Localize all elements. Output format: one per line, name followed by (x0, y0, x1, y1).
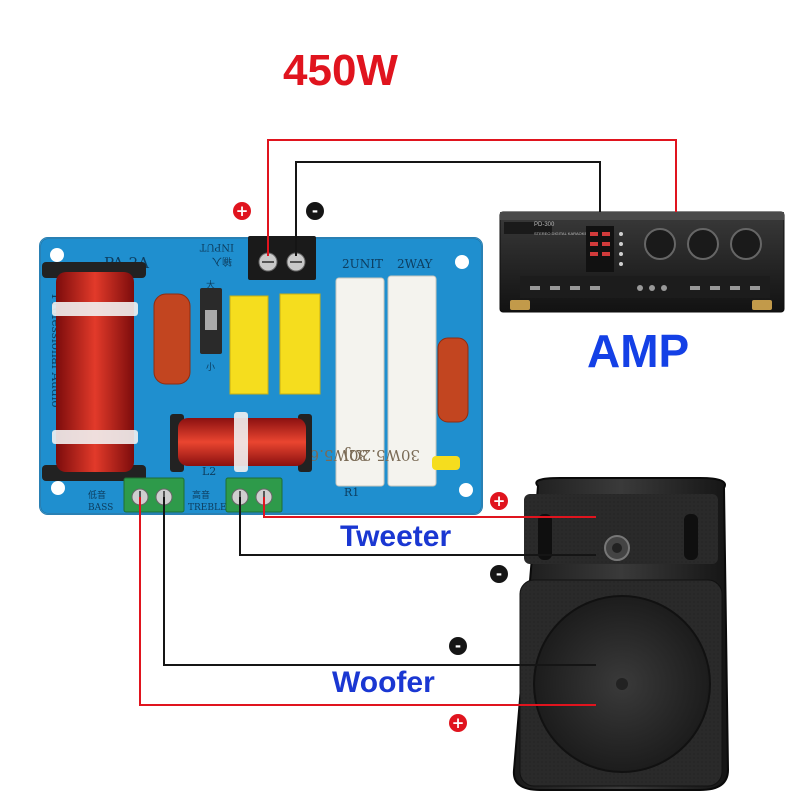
mount-hole (50, 248, 64, 262)
wire-woofer-positive (139, 497, 596, 706)
capacitor (153, 293, 191, 385)
woofer-plus-icon: + (449, 714, 467, 732)
tweeter-plus-icon: + (490, 492, 508, 510)
way-label: 2WAY (397, 257, 434, 271)
coil-l2 (170, 412, 312, 472)
treble-terminal (225, 477, 283, 513)
bass-cn-label: 低音 (88, 489, 106, 500)
amp-model-label: PD-300 (534, 222, 555, 228)
wire-woofer-negative (163, 497, 596, 666)
svg-text:30W5.2ΩJ: 30W5.2ΩJ (343, 446, 420, 464)
input-minus-icon: - (306, 202, 324, 220)
knob-icon (644, 228, 676, 260)
input-label: INPUT (199, 241, 234, 252)
mount-hole (51, 481, 65, 495)
treble-cn-label: 高音 (192, 489, 210, 500)
crossover-board: PA-2A INPUT 输入 2UNIT 2WAY Professional A… (39, 236, 483, 515)
wire-tweeter-positive (263, 497, 596, 518)
input-terminal (248, 236, 316, 280)
woofer-minus-icon: - (449, 637, 467, 655)
l2-label: L2 (202, 465, 216, 478)
units-label: 2UNIT (342, 257, 383, 271)
woofer-label: Woofer (332, 666, 435, 699)
capacitor (437, 337, 469, 423)
bass-terminal (123, 477, 185, 513)
capacitor-small (432, 456, 460, 470)
power-title: 450W (283, 46, 398, 95)
mount-hole (455, 255, 469, 269)
amp-subtitle-label: STEREO DIGITAL KARAOKE AMPLIFIER (534, 231, 609, 236)
big-label: 大 (206, 279, 215, 290)
small-label: 小 (206, 362, 215, 372)
wire-tweeter-negative (239, 497, 596, 556)
mount-hole (459, 483, 473, 497)
capacitor-yellow (279, 293, 321, 395)
speaker-cabinet (512, 477, 730, 791)
resistor-2: 30W5.2ΩJ (343, 275, 437, 487)
knob-icon (687, 228, 719, 260)
coil-l1 (42, 262, 146, 481)
r1-label: R1 (344, 486, 359, 499)
input-plus-icon: + (233, 202, 251, 220)
treble-label: TREBLE (188, 503, 227, 513)
tweeter-label: Tweeter (340, 520, 452, 553)
tweeter-minus-icon: - (490, 565, 508, 583)
wire-amp-negative (295, 161, 601, 256)
amplifier: PD-300 STEREO DIGITAL KARAOKE AMPLIFIER (499, 211, 785, 313)
amp-label: AMP (587, 325, 690, 377)
input-cn-label: 输入 (212, 255, 232, 268)
knob-icon (730, 228, 762, 260)
wire-amp-positive (267, 139, 677, 256)
capacitor-yellow (229, 295, 269, 395)
bass-label: BASS (88, 503, 113, 513)
